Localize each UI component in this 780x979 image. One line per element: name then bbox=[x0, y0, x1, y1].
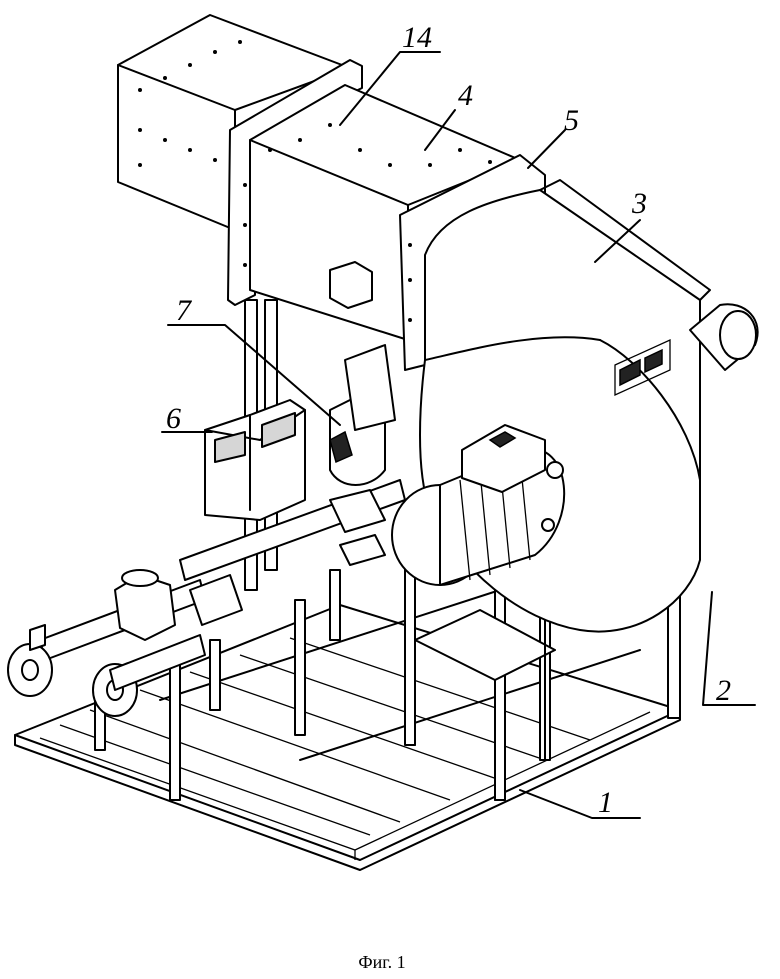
label-3: 3 bbox=[631, 187, 647, 220]
label-5: 5 bbox=[564, 104, 579, 137]
label-2: 2 bbox=[716, 674, 731, 707]
label-6: 6 bbox=[166, 402, 181, 435]
label-1: 1 bbox=[598, 786, 613, 819]
label-7: 7 bbox=[176, 294, 193, 327]
label-14: 14 bbox=[402, 21, 432, 54]
label-4: 4 bbox=[458, 79, 473, 112]
figure-caption: Фиг. 1 bbox=[358, 952, 405, 972]
